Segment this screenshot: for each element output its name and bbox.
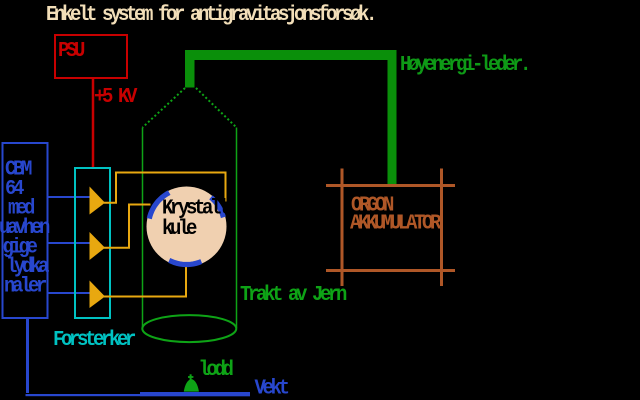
svg-text:AKKUMULATOR: AKKUMULATOR: [350, 211, 441, 235]
svg-text:Vekt: Vekt: [255, 376, 289, 400]
svg-text:PSU: PSU: [58, 38, 84, 62]
svg-text:Høyenergi-leder.: Høyenergi-leder.: [400, 52, 528, 76]
svg-text:Trakt av Jern: Trakt av Jern: [240, 282, 346, 306]
svg-text:Krystall: Krystall: [162, 196, 229, 220]
svg-text:lodd: lodd: [199, 357, 233, 381]
svg-text:Forsterker: Forsterker: [53, 327, 135, 351]
svg-text:ORGON: ORGON: [351, 193, 393, 217]
svg-text:uavhen: uavhen: [0, 215, 49, 239]
svg-text:Enkelt system for antigravitas: Enkelt system for antigravitasjonsforsøk…: [46, 2, 374, 26]
svg-text:kule: kule: [162, 216, 197, 240]
svg-text:naler: naler: [4, 274, 46, 298]
svg-text:lydka: lydka: [6, 254, 49, 278]
svg-text:+5 KV: +5 KV: [94, 84, 137, 108]
